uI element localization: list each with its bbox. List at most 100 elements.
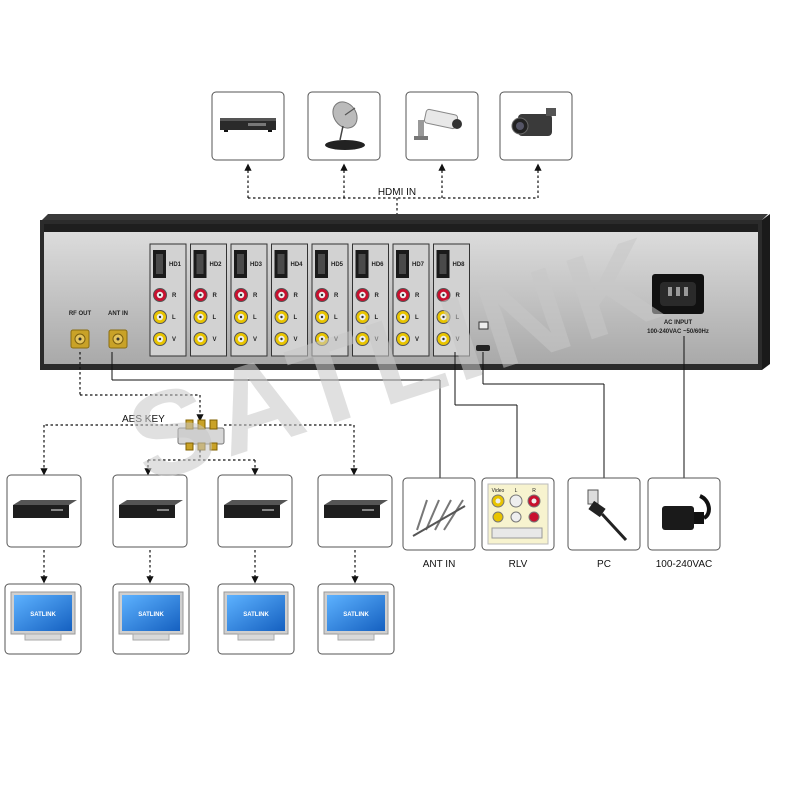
tv-box: SATLINK	[112, 583, 190, 655]
connector-box: PC	[567, 477, 641, 570]
rca-jack	[396, 310, 410, 324]
rca-jack	[355, 310, 370, 324]
source-device-camcorder	[499, 91, 573, 161]
rca-jack	[274, 332, 289, 346]
connector-box: ANT IN	[402, 477, 476, 570]
rca-jack	[436, 288, 451, 302]
hdmi-port	[234, 250, 247, 278]
set-top-box-icon	[224, 500, 288, 518]
receiver-box	[112, 474, 188, 584]
receiver-box	[6, 474, 82, 584]
rca-letter: L	[294, 315, 298, 321]
rca-letter: R	[172, 293, 177, 299]
rf-connection-lines	[79, 352, 204, 422]
rear-panel: RF OUT ANT IN HD1RLVHD2RLVHD3RLVHD4RLVHD…	[40, 214, 770, 370]
rf-out-connector	[70, 329, 90, 349]
rca-letter: R	[213, 293, 218, 299]
hdmi-port	[274, 250, 288, 278]
rca-jack	[315, 288, 329, 302]
hd-port-label: HD4	[291, 262, 304, 268]
rca-letter: L	[213, 315, 217, 321]
hdmi-in-label: HDMI IN	[378, 187, 416, 198]
rca-jack	[234, 310, 248, 324]
source-device-satellite	[307, 91, 381, 161]
satellite-dish-icon	[325, 101, 365, 150]
rca-jack	[315, 332, 329, 346]
hd-port-label: HD6	[372, 262, 385, 268]
tv-screen-text: SATLINK	[30, 612, 56, 618]
power-cord-icon	[662, 494, 711, 530]
tv-screen-text: SATLINK	[343, 612, 369, 618]
rca-jack	[193, 310, 208, 324]
rca-letter: R	[375, 293, 380, 299]
rca-jack	[153, 288, 167, 302]
hd-port-label: HD5	[331, 262, 344, 268]
rca-letter: R	[334, 293, 339, 299]
rf-out-label: RF OUT	[69, 311, 92, 317]
camcorder-icon	[511, 108, 556, 136]
cctv-camera-icon	[414, 108, 462, 140]
rca-jack	[234, 288, 248, 302]
connector-label: RLV	[509, 559, 528, 570]
rca-letter: R	[456, 293, 461, 299]
set-top-box-icon	[119, 500, 183, 518]
set-top-box-icon	[13, 500, 77, 518]
rca-jack	[153, 332, 167, 346]
usb-port	[476, 321, 490, 351]
rlv-letter: L	[515, 488, 518, 494]
hd-port-label: HD8	[453, 262, 466, 268]
rca-letter: L	[375, 315, 379, 321]
hdmi-port	[315, 250, 328, 278]
tv-box: SATLINK	[4, 583, 82, 655]
receiver-box	[217, 474, 293, 584]
ant-in-connector	[108, 329, 128, 349]
splitter-icon	[177, 419, 225, 451]
hdmi-port	[193, 250, 207, 278]
rca-jack	[396, 288, 410, 302]
rca-letter: V	[456, 337, 460, 343]
tv-monitor-icon	[10, 591, 76, 641]
rca-jack	[274, 310, 289, 324]
hd-port-label: HD1	[169, 262, 182, 268]
ant-in-line	[111, 352, 441, 478]
rca-letter: R	[253, 293, 258, 299]
tv-monitor-icon	[323, 591, 389, 641]
rca-jack	[274, 288, 289, 302]
ant-in-label: ANT IN	[108, 311, 128, 317]
rca-letter: L	[415, 315, 419, 321]
rca-letter: L	[334, 315, 338, 321]
tv-box: SATLINK	[217, 583, 295, 655]
rca-letter: V	[213, 337, 217, 343]
ac-input-label: AC INPUT	[664, 320, 693, 326]
connector-label: 100-240VAC	[656, 559, 713, 570]
rca-jack	[193, 288, 208, 302]
rca-letter: V	[375, 337, 379, 343]
rca-letter: L	[253, 315, 257, 321]
tv-monitor-icon	[118, 591, 184, 641]
rca-letter: V	[294, 337, 298, 343]
hd-port-label: HD7	[412, 262, 425, 268]
rca-letter: V	[415, 337, 419, 343]
hdmi-port	[436, 250, 450, 278]
receiver-box	[317, 474, 393, 584]
rlv-letter: R	[532, 488, 536, 494]
rca-jack	[436, 310, 451, 324]
aes-key-label: AES KEY	[122, 414, 165, 425]
rca-letter: R	[415, 293, 420, 299]
rca-jack	[234, 332, 248, 346]
rca-jack	[315, 310, 329, 324]
connector-label: PC	[597, 559, 611, 570]
rca-letter: V	[334, 337, 338, 343]
source-device-cctv	[405, 91, 479, 161]
rca-jack	[153, 310, 167, 324]
rca-jacks-icon	[487, 483, 549, 545]
rca-jack	[436, 332, 451, 346]
rca-jack	[193, 332, 208, 346]
